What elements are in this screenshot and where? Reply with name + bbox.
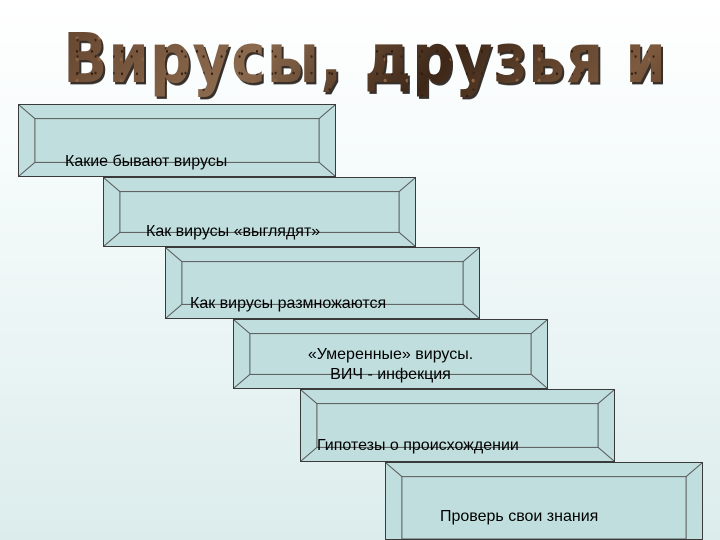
menu-button-check-knowledge[interactable]: Проверь свои знания: [385, 462, 703, 540]
menu-button-virus-reproduction[interactable]: Как вирусы размножаются: [165, 247, 480, 319]
menu-label-origin-hypotheses: Гипотезы о происхождении: [317, 437, 519, 454]
menu-button-moderate-viruses-hiv[interactable]: «Умеренные» вирусы. ВИЧ - инфекция: [233, 319, 548, 389]
menu-button-virus-appearance[interactable]: Как вирусы «выглядят»: [103, 177, 416, 247]
menu-button-virus-types[interactable]: Какие бывают вирусы: [18, 104, 336, 177]
menu-button-origin-hypotheses[interactable]: Гипотезы о происхождении: [300, 389, 615, 462]
menu-label-check-knowledge: Проверь свои знания: [440, 508, 599, 525]
button-bevel-frame: [386, 463, 702, 539]
menu-label-moderate-viruses-hiv: «Умеренные» вирусы. ВИЧ - инфекция: [307, 346, 474, 383]
menu-label-virus-appearance: Как вирусы «выглядят»: [146, 223, 321, 240]
menu-label-virus-types: Какие бывают вирусы: [65, 153, 228, 170]
slide-title: Вирусы, друзья и враги: [20, 2, 710, 120]
menu-label-virus-reproduction: Как вирусы размножаются: [190, 295, 387, 312]
